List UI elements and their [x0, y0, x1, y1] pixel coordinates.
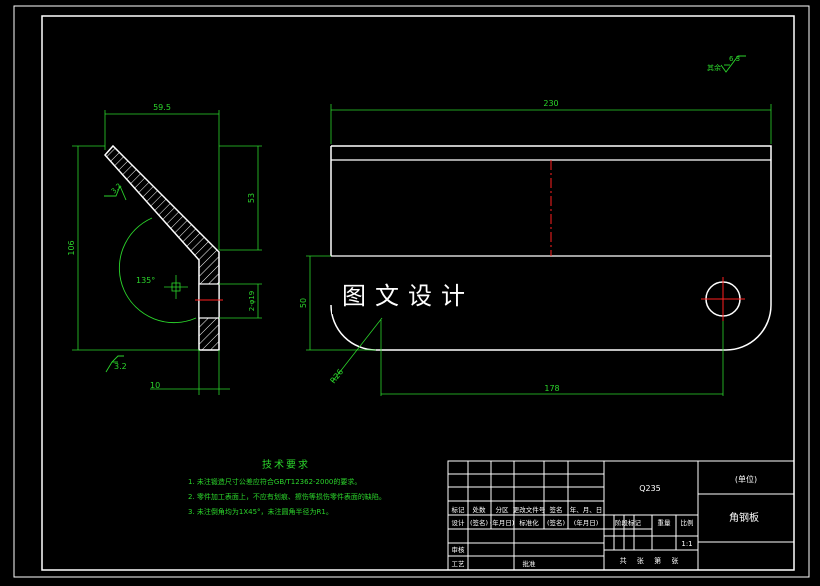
dim-top-width: 59.5 — [153, 103, 171, 112]
dim-upper: 53 — [247, 193, 256, 203]
svg-text:设计: 设计 — [452, 518, 466, 527]
dim-length: 230 — [543, 99, 558, 108]
angle-value: 135° — [136, 276, 155, 285]
dim-height: 106 — [67, 240, 76, 255]
svg-text:工艺: 工艺 — [452, 560, 466, 568]
front-view: 230 50 R26 178 图文设计 — [299, 99, 772, 396]
svg-text:年、月、日: 年、月、日 — [570, 505, 603, 514]
title-block-text: Q235 (单位) 角钢板 标记 处数 分区 更改文件号 签名 年、月、日 设计… — [452, 474, 760, 568]
front-outline — [330, 145, 772, 351]
svg-text:(签名): (签名) — [470, 518, 488, 527]
dim-hole-span: 178 — [544, 384, 559, 393]
svg-text:标准化: 标准化 — [519, 518, 539, 527]
tech-requirements: 技术要求 1. 未注锻造尺寸公差应符合GB/T12362-2000的要求。 2.… — [188, 458, 386, 516]
svg-text:其余: 其余 — [707, 63, 721, 72]
svg-text:审核: 审核 — [452, 545, 466, 554]
angle-arc — [118, 217, 197, 324]
dim-thickness: 10 — [150, 381, 160, 390]
svg-text:更改文件号: 更改文件号 — [513, 505, 546, 514]
svg-text:(年月日): (年月日) — [574, 518, 599, 527]
dim-hole: 2-φ19 — [248, 291, 256, 312]
svg-text:标记: 标记 — [452, 505, 466, 514]
radius-leader — [331, 317, 383, 383]
svg-text:重量: 重量 — [658, 519, 672, 527]
sheet-count: 共 张 第 张 — [620, 556, 683, 565]
leg-hole-section — [198, 283, 220, 319]
svg-text:(年月日): (年月日) — [490, 518, 515, 527]
tech-title: 技术要求 — [262, 458, 310, 471]
svg-text:比例: 比例 — [681, 518, 694, 527]
scale-value: 1:1 — [681, 540, 692, 548]
tech-item-1: 1. 未注锻造尺寸公差应符合GB/T12362-2000的要求。 — [188, 477, 361, 486]
material: Q235 — [639, 484, 661, 493]
svg-text:阶段标记: 阶段标记 — [615, 518, 642, 527]
svg-text:6.3: 6.3 — [729, 55, 740, 63]
roughness-symbol-bottom: 3.2 — [105, 355, 127, 373]
svg-text:3.2: 3.2 — [114, 362, 127, 371]
svg-text:批准: 批准 — [523, 559, 537, 568]
svg-text:分区: 分区 — [496, 505, 510, 514]
surface-note: 其余 6.3 — [707, 55, 746, 73]
tech-item-2: 2. 零件加工表面上，不应有划痕、擦伤等损伤零件表面的缺陷。 — [188, 492, 386, 501]
outer-border — [13, 5, 810, 578]
watermark-box — [332, 276, 500, 314]
dim-front-height: 50 — [299, 298, 308, 308]
svg-text:签名: 签名 — [550, 505, 563, 514]
part-name: 角钢板 — [729, 511, 759, 524]
org-label: (单位) — [735, 474, 757, 484]
tech-item-3: 3. 未注倒角均为1X45°，未注圆角半径为R1。 — [188, 507, 333, 516]
side-view: 59.5 106 53 2-φ19 10 135° 3.2 — [67, 103, 262, 395]
svg-text:(签名): (签名) — [547, 518, 565, 527]
watermark: 图文设计 — [342, 282, 474, 310]
svg-text:处数: 处数 — [473, 505, 487, 514]
title-block — [447, 460, 795, 571]
inner-border — [41, 15, 795, 571]
